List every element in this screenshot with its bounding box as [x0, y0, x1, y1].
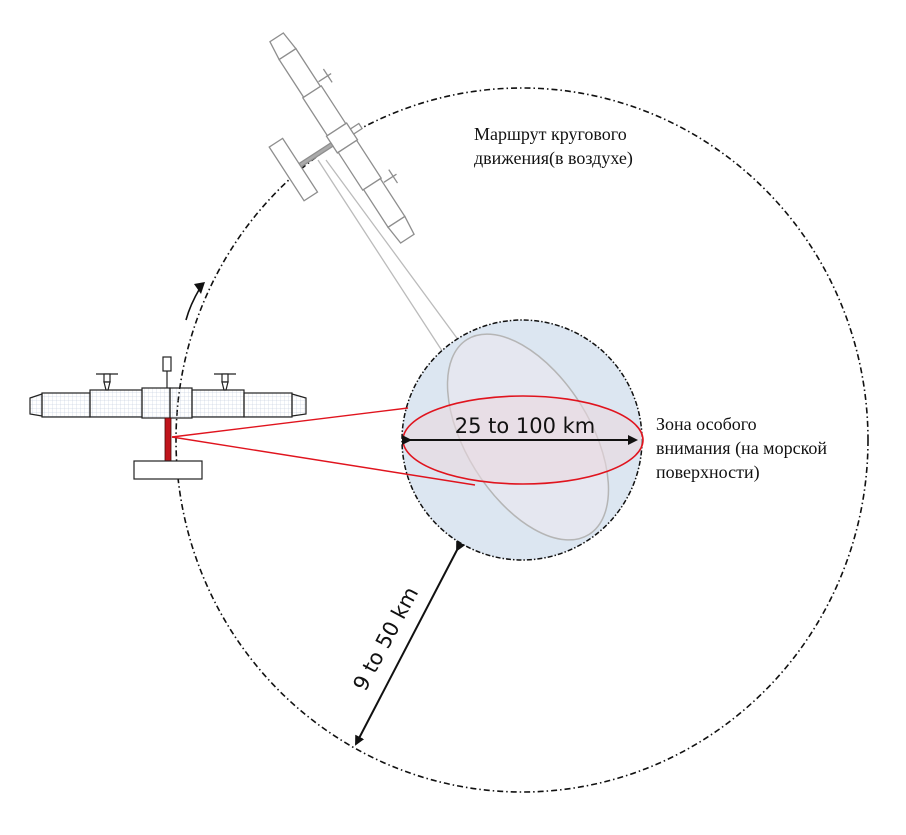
left-aircraft-beam	[171, 407, 476, 486]
circular-route-path	[175, 87, 869, 793]
left-aircraft-icon	[29, 356, 307, 480]
distance-dimension-arrow	[355, 540, 466, 746]
zone-label-line2: внимания (на морской	[656, 438, 827, 459]
propeller-left-icon	[96, 373, 118, 391]
upper-aircraft-icon	[268, 32, 415, 244]
sensor-mast	[164, 417, 172, 463]
center-antenna-icon	[162, 356, 172, 388]
route-label-line2: движения(в воздухе)	[474, 148, 633, 169]
route-direction-arrow-icon	[185, 282, 205, 321]
width-label: 25 to 100 km	[455, 414, 596, 438]
zone-label-line1: Зона особого	[656, 414, 757, 434]
zone-label-line3: поверхности)	[656, 462, 760, 483]
aircraft-tail	[133, 460, 203, 480]
route-label-line1: Маршрут кругового	[474, 124, 627, 144]
propeller-right-icon	[214, 373, 236, 391]
